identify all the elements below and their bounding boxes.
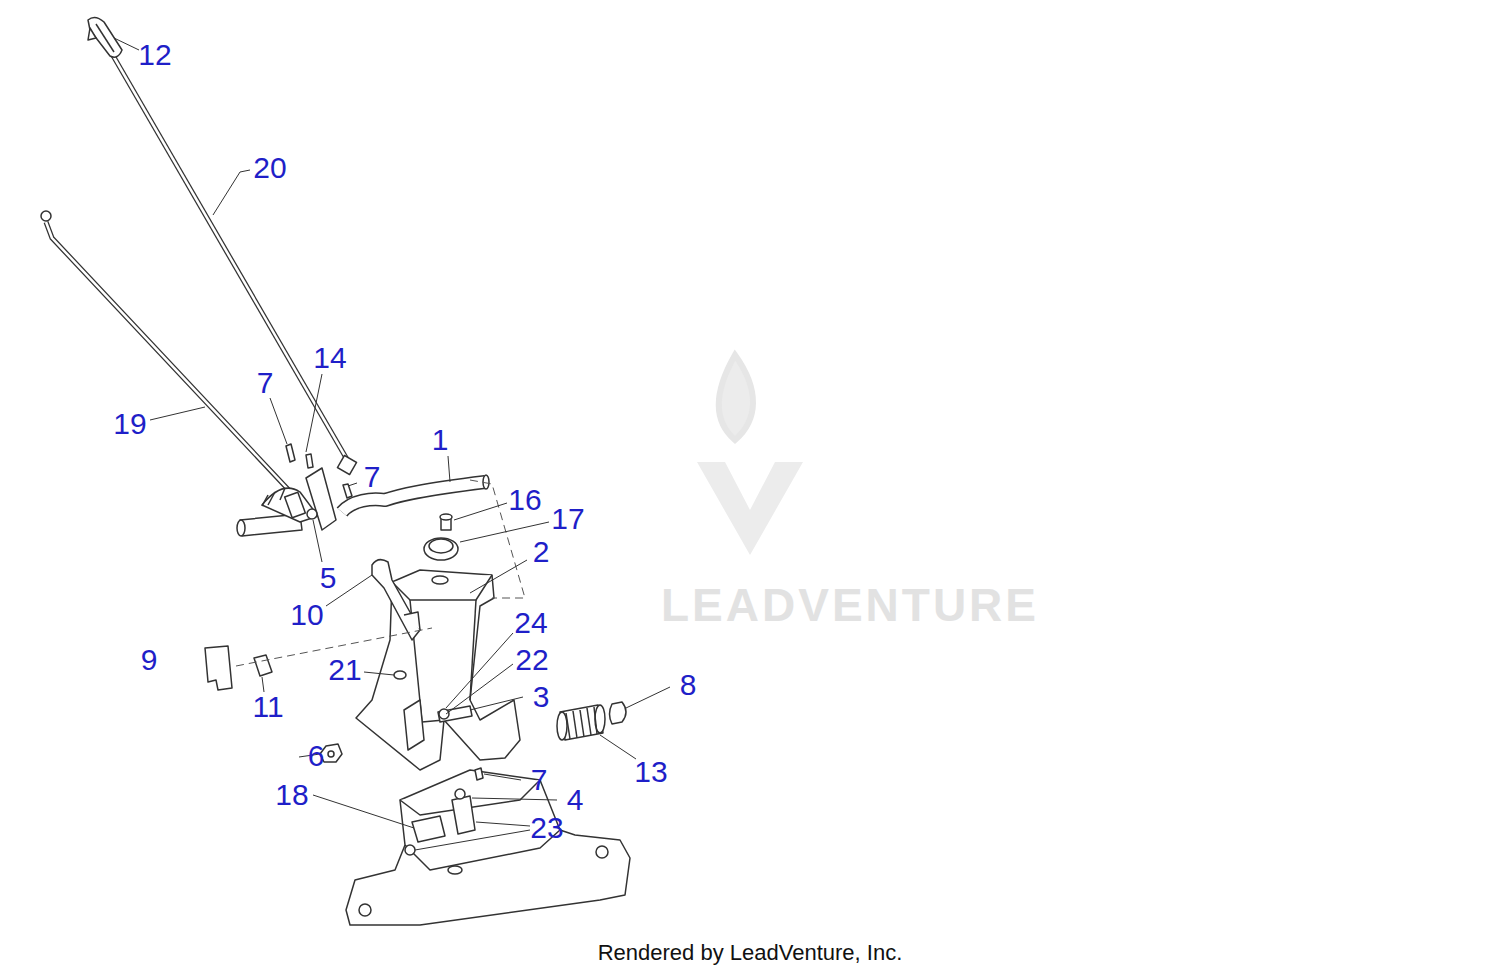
callout-number: 7 [257,368,274,398]
callout-number: 16 [508,485,541,515]
dashed-assembly-lines [236,480,525,666]
callout-number: 13 [634,757,667,787]
watermark-logo [697,355,803,555]
callout-number: 9 [141,645,158,675]
callout-number: 4 [567,785,584,815]
callout-number: 22 [515,645,548,675]
watermark: LEADVENTURE [661,582,1039,628]
callout-number: 10 [290,600,323,630]
callout-number: 6 [308,741,325,771]
callout-number: 20 [253,153,286,183]
callout-number: 8 [680,670,697,700]
callout-number: 18 [275,780,308,810]
callout-number: 11 [252,692,283,722]
leader-lines [114,38,670,850]
callout-number: 3 [533,682,550,712]
callout-number: 14 [313,343,346,373]
callout-number: 5 [320,563,337,593]
callout-number: 19 [113,409,146,439]
callout-number: 21 [328,655,361,685]
callout-number: 17 [551,504,584,534]
callout-number: 2 [533,537,550,567]
callout-number: 23 [530,813,563,843]
callout-number: 24 [514,608,547,638]
callout-number: 7 [531,765,548,795]
caption: Rendered by LeadVenture, Inc. [598,942,903,964]
parts-drawing [41,17,630,925]
callout-number: 12 [138,40,171,70]
callout-number: 1 [432,425,449,455]
callout-number: 7 [364,462,381,492]
